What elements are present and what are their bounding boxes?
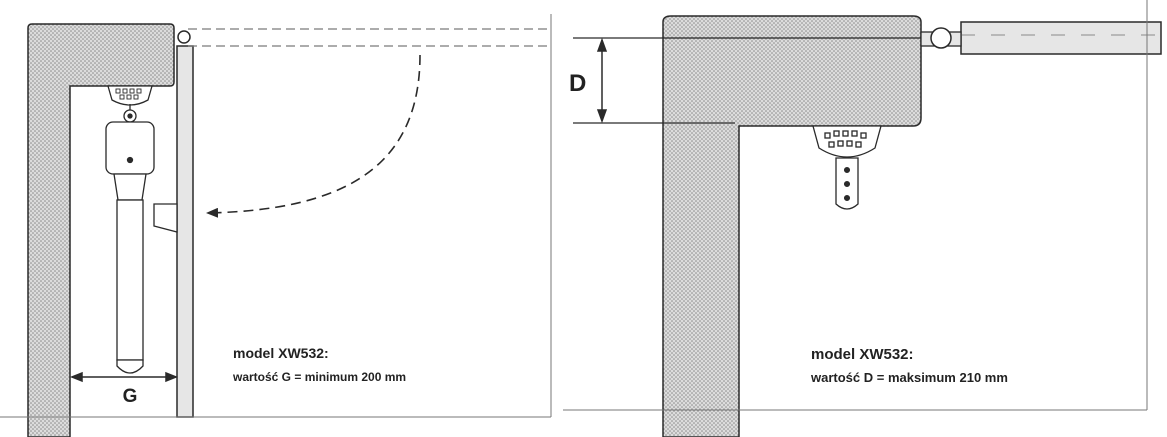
hinge-icon — [177, 30, 191, 44]
rear-bracket — [812, 125, 882, 210]
left-installation-diagram: G model XW532: wartość G = minimum 200 m… — [0, 14, 552, 437]
dimension-g-line — [69, 371, 179, 383]
opening-direction-arrow — [206, 54, 421, 218]
hinge-icon — [930, 27, 952, 49]
motor-actuator — [105, 109, 155, 374]
dimension-d-line — [596, 37, 608, 124]
left-value-label: wartość G = minimum 200 mm — [232, 370, 406, 384]
pillar — [662, 15, 922, 437]
dimension-d-label: D — [569, 70, 586, 97]
dimension-g-label: G — [123, 386, 138, 407]
pillar — [27, 23, 175, 437]
gate-leaf-open — [176, 45, 194, 418]
gate-leaf-closed — [960, 21, 1162, 55]
right-installation-diagram: D model XW532: wartość D = maksimum 210 … — [563, 0, 1162, 437]
gate-leaf-closed-outline — [188, 28, 552, 47]
right-model-label: model XW532: — [811, 346, 914, 363]
right-value-label: wartość D = maksimum 210 mm — [810, 370, 1008, 385]
front-bracket — [153, 203, 178, 233]
left-model-label: model XW532: — [233, 345, 329, 361]
rear-bracket — [107, 85, 153, 110]
